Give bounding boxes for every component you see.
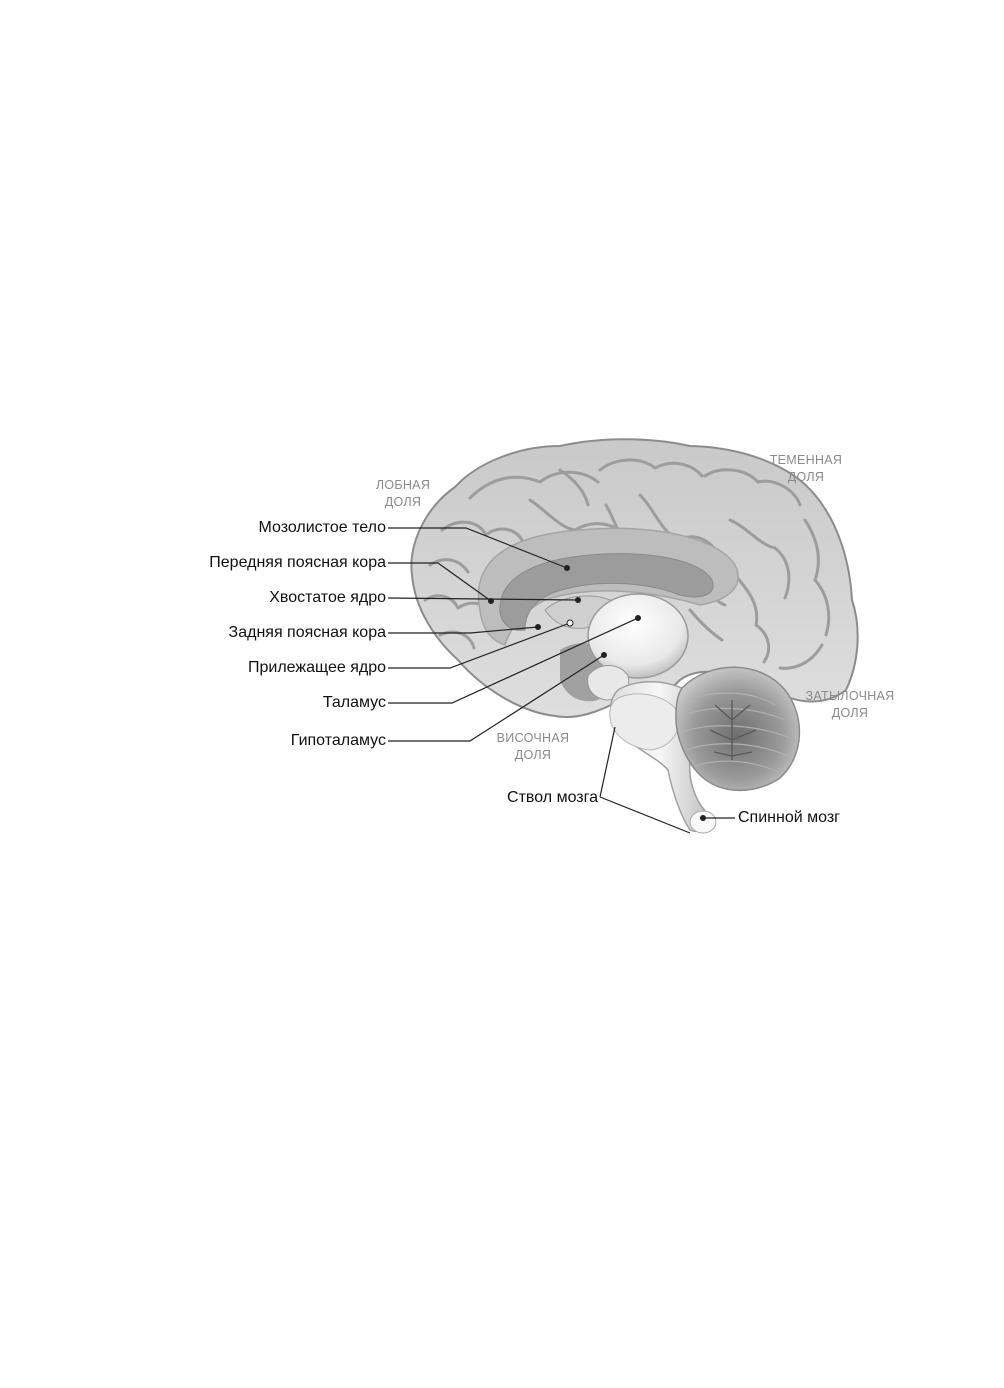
dot-posterior-cingulate <box>535 624 541 630</box>
leader-lines <box>387 527 735 834</box>
spinal-cord-shape <box>689 810 717 834</box>
dot-accumbens <box>566 619 574 627</box>
label-anterior-cingulate: Передняя поясная кора <box>209 554 386 571</box>
leader-brainstem-b <box>599 796 691 834</box>
cerebellum-shape <box>675 666 801 792</box>
dot-spinal-cord <box>700 815 706 821</box>
label-brainstem: Ствол мозга <box>507 789 598 806</box>
leader-caudate <box>387 597 579 601</box>
label-posterior-cingulate: Задняя поясная кора <box>228 624 386 641</box>
dot-caudate <box>575 597 581 603</box>
label-thalamus: Таламус <box>322 694 386 711</box>
pons-shape <box>609 693 679 751</box>
leader-brainstem-a <box>599 726 616 798</box>
leader-anterior-cingulate <box>388 562 492 602</box>
label-accumbens: Прилежащее ядро <box>247 659 386 676</box>
leader-hypothalamus <box>388 654 605 742</box>
dot-thalamus <box>635 615 641 621</box>
leader-thalamus <box>388 617 639 704</box>
dot-hypothalamus <box>601 652 607 658</box>
label-corpus-callosum: Мозолистое тело <box>258 519 386 536</box>
label-caudate: Хвостатое ядро <box>269 589 386 606</box>
leader-corpus-callosum <box>388 527 568 569</box>
label-spinal-cord: Спинной мозг <box>738 809 840 826</box>
leader-posterior-cingulate <box>388 626 539 634</box>
label-hypothalamus: Гипоталамус <box>290 732 386 749</box>
thalamus-shape <box>587 593 689 679</box>
leader-dots <box>488 565 706 821</box>
dot-anterior-cingulate <box>488 598 494 604</box>
cingulate-band <box>477 527 739 646</box>
leader-accumbens <box>388 622 571 669</box>
corpus-callosum-shape <box>499 553 714 631</box>
dot-corpus-callosum <box>564 565 570 571</box>
